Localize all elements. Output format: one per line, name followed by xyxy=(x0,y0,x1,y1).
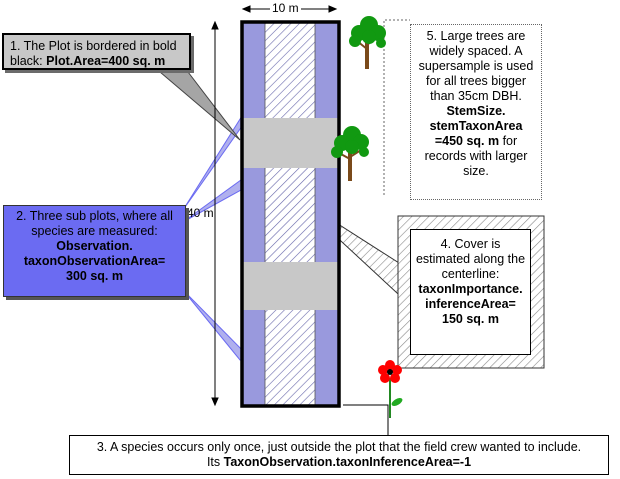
outside-callout-bold: TaxonObservation.taxonInferenceArea=-1 xyxy=(223,455,472,469)
cover-callout-bold-3: 150 sq. m xyxy=(442,312,499,326)
height-dimension xyxy=(211,20,219,407)
subplots-callout-bold-1: Observation. xyxy=(56,239,133,253)
cover-callout-bold-1: taxonImportance. xyxy=(418,282,523,296)
plot-callout: 1. The Plot is bordered in bold black: P… xyxy=(2,33,191,70)
trees-callout-bold-2: stemTaxonArea xyxy=(429,119,523,133)
width-label: 10 m xyxy=(270,1,301,15)
trees-callout: 5. Large trees are widely spaced. A supe… xyxy=(410,24,542,200)
gap-lower xyxy=(242,262,339,310)
cover-callout-bold-2: inferenceArea= xyxy=(425,297,516,311)
trees-callout-bold-1: StemSize. xyxy=(446,104,506,118)
tree-icon xyxy=(349,16,386,69)
subplots-callout: 2. Three sub plots, where all species ar… xyxy=(3,205,186,297)
flower-icon xyxy=(378,360,403,418)
trees-callout-bold-3: =450 sq. m xyxy=(434,134,500,148)
outside-leader xyxy=(343,404,389,435)
tree-icon xyxy=(331,126,369,181)
subplots-callout-bold-3: 300 sq. m xyxy=(66,269,123,283)
cover-callout-text: 4. Cover is estimated along the centerli… xyxy=(415,237,526,281)
plot-callout-text: 1. The Plot is bordered in bold black: xyxy=(10,39,177,68)
outside-callout-prefix: Its xyxy=(206,455,224,469)
trees-callout-text: 5. Large trees are widely spaced. A supe… xyxy=(418,29,534,103)
trees-leader xyxy=(383,19,410,195)
subplots-callout-bold-2: taxonObservationArea= xyxy=(23,254,166,268)
trees-callout-suffix: for records with larger size. xyxy=(424,134,528,178)
height-label: 40 m xyxy=(187,206,214,220)
subplots-pointers xyxy=(182,98,254,361)
gap-upper xyxy=(242,118,339,168)
plot-callout-bold: Plot.Area=400 sq. m xyxy=(46,54,166,68)
outside-callout: 3. A species occurs only once, just outs… xyxy=(69,435,609,475)
plot xyxy=(240,20,341,408)
plot-pointer xyxy=(158,71,241,141)
outside-callout-line1: 3. A species occurs only once, just outs… xyxy=(96,440,582,454)
subplots-callout-text: 2. Three sub plots, where all species ar… xyxy=(16,209,173,238)
cover-callout: 4. Cover is estimated along the centerli… xyxy=(410,229,531,355)
